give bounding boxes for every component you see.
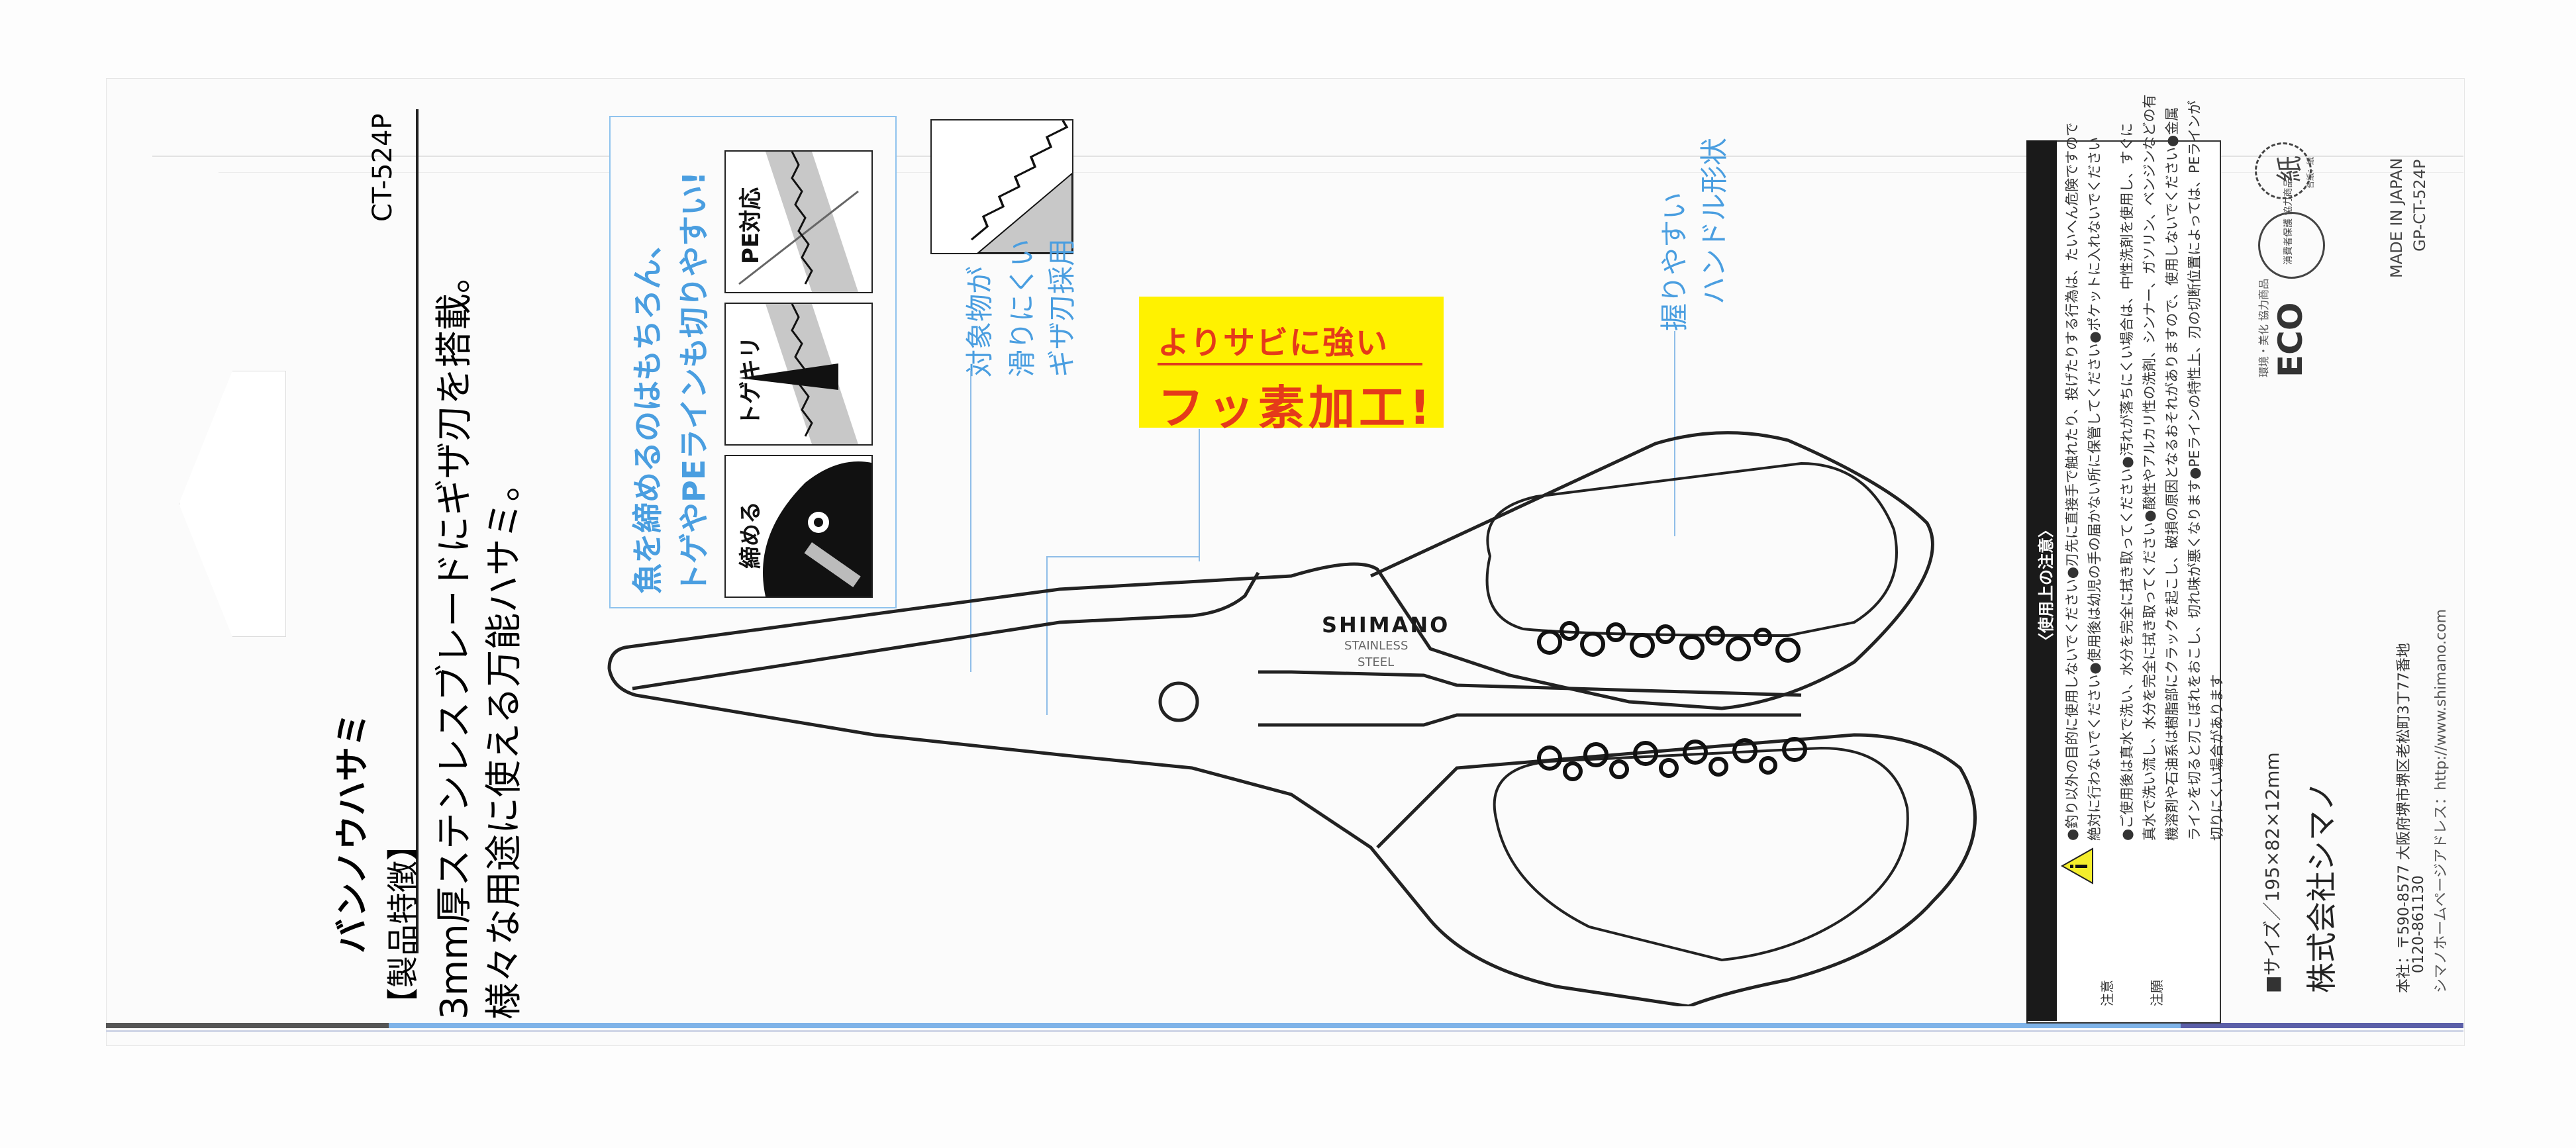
spine-cut-icon [739, 304, 858, 444]
notice-text-5: 切りにくい場合があります [2209, 674, 2225, 841]
scissors-illustration [607, 431, 1977, 1006]
fold-line [219, 172, 2463, 173]
notice-label: 注願 [2149, 980, 2165, 1006]
panel-spine: トゲキリ [724, 303, 873, 446]
serrated-callout-2: 滑りにくい [1006, 238, 1038, 377]
company-name: 株式会社シマノ [2304, 781, 2340, 993]
recycle-mark: 紙 [2275, 156, 2305, 182]
line-cut-icon [738, 152, 859, 292]
features-heading: 【製品特徴】 [385, 828, 422, 1020]
serrated-blade-panel [930, 119, 1073, 254]
recycle-paper-icon [2255, 142, 2312, 199]
notice-text-3: 機溶剤や石油系は樹脂部にクラックを起こし、破損の原因となるおそれがありますので、… [2164, 107, 2180, 841]
serrated-callout-3: ギザ刃採用 [1046, 238, 1078, 377]
callout-line [1674, 331, 1675, 536]
size-spec: ■サイズ／195×82×12mm [2261, 752, 2283, 993]
caution-header: 〈使用上の注意〉 [2037, 522, 2056, 649]
company-homepage: シマノホームページアドレス：http://www.shimano.com [2433, 608, 2450, 993]
model-number: CT-524P [368, 113, 398, 222]
notice-text-4: ラインを切ると刃こぼれをおこし、切れ味が悪くなります●PEラインの特性上、刃の切… [2187, 100, 2203, 841]
badge-line-1: よりサビに強い [1158, 324, 1389, 361]
grip-dots [1537, 621, 1807, 781]
eco-logo: ECO [2271, 302, 2310, 377]
badge-line-2: フッ素加工! [1158, 381, 1434, 435]
company-phone: 0120-861130 [2410, 875, 2427, 973]
panel-pe: PE対応 [724, 150, 873, 293]
fish-icon [763, 461, 871, 597]
consumer-seal-icon [2258, 212, 2325, 279]
panel-label: PE対応 [738, 187, 764, 264]
eco-label: 環境・美化 協力商品 [2257, 278, 2270, 377]
callout-line [1046, 556, 1048, 715]
warning-icon [2061, 847, 2093, 885]
warning-label: 注意 [2099, 980, 2115, 1006]
fold-line [152, 156, 2463, 157]
product-code: GP-CT-524P [2410, 159, 2429, 252]
serrated-callout-1: 対象物が [964, 265, 996, 377]
recycle-sub: 台紙：紙 [2306, 156, 2315, 189]
feature-box: 魚を締めるのはもちろん、 トゲやPEラインも切りやすい! 締める トゲキリ PE… [609, 116, 897, 608]
material-line-1: STAINLESS [1344, 639, 1409, 653]
fluorine-badge: よりサビに強い フッ素加工! [1139, 297, 1444, 435]
warning-text-2: 絶対に行わないでください●使用後は幼児の手の届かない所に保管してください●ポケッ… [2087, 136, 2103, 841]
callout-line [1046, 556, 1199, 557]
caution-header-bar [2026, 140, 2057, 1021]
features-line-1: 3mm厚ステンレスブレードにギザ刃を搭載。 [433, 256, 476, 1020]
serrated-blade-icon [970, 120, 1072, 253]
material-line-2: STEEL [1358, 655, 1395, 669]
features-line-2: 様々な用途に使える万能ハサミ。 [483, 464, 526, 1020]
notice-text-2: 真水で洗い流し、水分を完全に拭き取ってください●酸性やアルカリ性の洗剤、シンナー… [2142, 94, 2157, 841]
handle-callout-1: 握りやすい [1658, 191, 1691, 331]
callout-line [1199, 429, 1200, 561]
warning-text-1: ●釣り以外の目的に使用しないでください●刃先に直接手で触れたり、投げたりする行為… [2064, 122, 2080, 841]
badge-rule [1158, 363, 1422, 365]
panel-fish: 締める [724, 455, 873, 598]
title-divider [416, 109, 419, 953]
brand-logo: SHIMANO [1322, 612, 1450, 638]
callout-line [970, 371, 971, 672]
made-in: MADE IN JAPAN [2387, 158, 2406, 278]
caution-box [2026, 140, 2221, 1024]
card-edge [106, 1030, 2463, 1032]
panel-label: トゲキリ [738, 336, 764, 426]
product-name: バンノウハサミ [333, 712, 373, 953]
handle-callout-2: ハンドル形状 [1698, 137, 1730, 305]
card-edge [106, 1023, 2463, 1028]
notice-text-1: ●ご使用後は真水で洗い、水分を完全に拭き取ってください●汚れが落ちにくい場合は、… [2119, 122, 2135, 841]
